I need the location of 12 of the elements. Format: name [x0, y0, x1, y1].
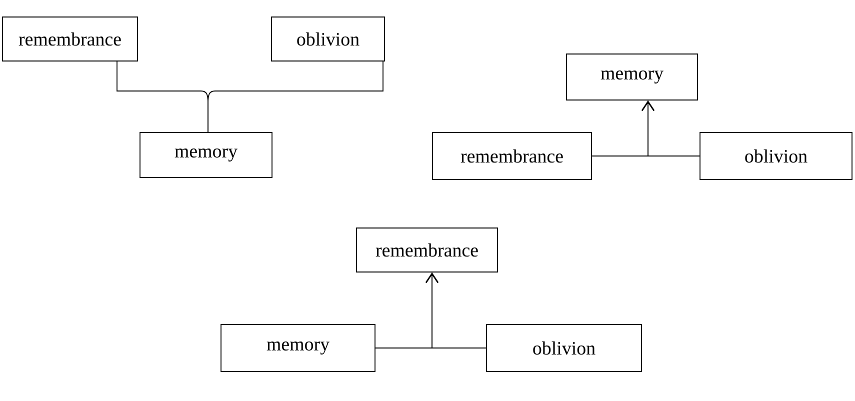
text-box: memory: [140, 132, 272, 178]
text-box: oblivion: [486, 324, 642, 372]
connector-line: [208, 61, 384, 132]
text-box: oblivion: [271, 16, 385, 62]
text-box: remembrance: [356, 228, 498, 272]
text-box: remembrance: [432, 132, 592, 180]
arrow: [426, 272, 486, 348]
text-box: memory: [220, 324, 376, 372]
text-box: oblivion: [700, 132, 852, 180]
arrow: [642, 100, 700, 156]
text-box: memory: [566, 54, 698, 100]
text-box: remembrance: [2, 16, 138, 62]
